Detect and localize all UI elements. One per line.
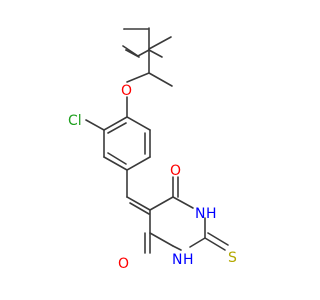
nitrogen-top-label: N: [195, 206, 205, 222]
bond-ch-c5-double: [129, 202, 150, 215]
bond-c2-s-double: [207, 232, 229, 246]
pyr-bond-c2-n1: [189, 237, 206, 248]
bond-ring-cl: [85, 119, 105, 131]
ring-bond-6: [103, 116, 128, 131]
carbonyl-oxygen-bottom-label: O: [118, 256, 129, 272]
nitrogen-top-h-label: H: [206, 206, 217, 222]
bond-c2-s: [204, 237, 226, 251]
bond-ch-c5: [126, 196, 151, 211]
pyr-bond-c4-n3: [172, 196, 194, 209]
ring-bond-4: [103, 156, 128, 171]
chlorine-label: Cl: [68, 113, 82, 129]
bond-ch2-chbranch: [137, 49, 150, 57]
bond-ch-methyl: [148, 49, 163, 58]
bond-ch3-ch2: [122, 45, 139, 57]
pyr-bond-c6-c5: [149, 232, 174, 247]
ring-bond-1: [126, 116, 151, 131]
bond-ch2-ch3: [148, 36, 172, 50]
thione-sulfur-label: S: [228, 250, 237, 266]
carbonyl-oxygen-top-label: O: [170, 163, 181, 179]
ring-bond-3: [126, 156, 151, 171]
ring-bond-6-inner: [107, 122, 127, 134]
bond-ch-ch3: [148, 72, 173, 87]
molecule-structure: O Cl O O N H N H S: [68, 27, 237, 272]
ether-oxygen-label: O: [121, 83, 132, 99]
molecule-canvas: O Cl O O N H N H S: [68, 27, 237, 272]
ring-bond-4-inner: [107, 152, 127, 165]
pyr-bond-c5-c4: [149, 196, 174, 211]
nitrogen-bottom-label: N: [172, 252, 182, 268]
nitrogen-bottom-h-label: H: [183, 252, 194, 268]
pyr-bond-n1-c6: [172, 245, 182, 251]
bond-o-ch: [126, 72, 150, 83]
